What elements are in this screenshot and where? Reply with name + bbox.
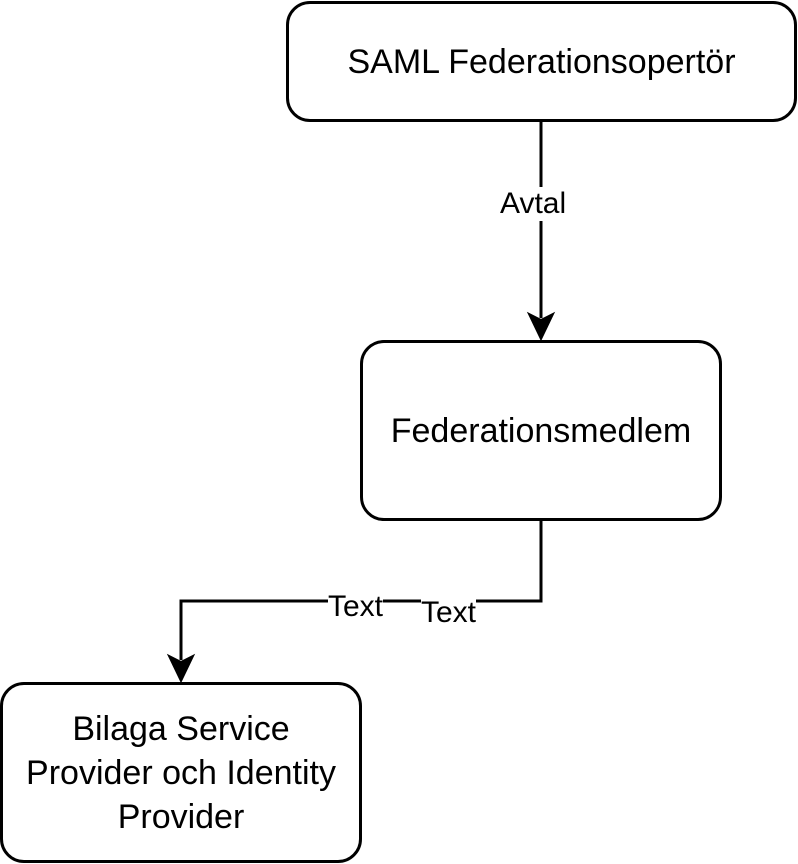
node-attachment-sp-idp[interactable]: Bilaga Service Provider och Identity Pro… (0, 682, 362, 863)
node-label: SAML Federationsopertör (347, 42, 736, 81)
edge-label-text-2: Text (421, 596, 477, 630)
node-label: Bilaga Service Provider och Identity Pro… (26, 709, 336, 836)
edge-label-text-1: Text (328, 590, 384, 624)
edge-operator-to-member (526, 122, 556, 342)
edge-label-avtal: Avtal (500, 187, 567, 221)
arrowhead-down-icon (526, 311, 556, 342)
node-label: Federationsmedlem (390, 411, 692, 450)
arrowhead-down-icon (166, 653, 196, 684)
node-saml-federation-operator[interactable]: SAML Federationsopertör (286, 1, 797, 122)
node-federation-member[interactable]: Federationsmedlem (360, 340, 722, 521)
